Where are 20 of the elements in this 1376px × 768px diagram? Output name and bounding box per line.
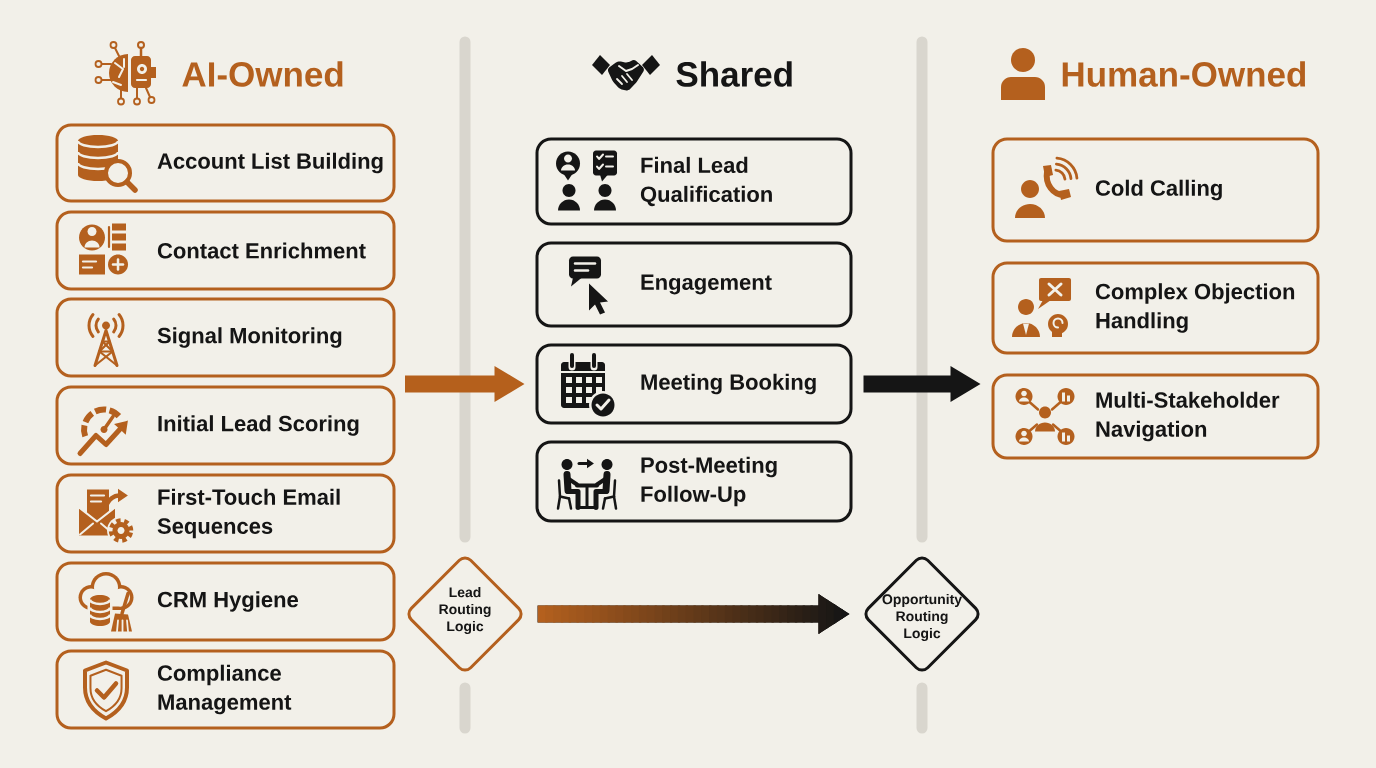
task-box: Complex Objection Handling [991, 261, 1320, 355]
block-arrow [863, 366, 981, 402]
task-box: Engagement [535, 241, 853, 328]
task-box: Initial Lead Scoring [55, 385, 396, 466]
task-box: Post-Meeting Follow-Up [535, 440, 853, 523]
block-arrow [537, 594, 850, 634]
task-box: Signal Monitoring [55, 297, 396, 378]
block-arrow [405, 366, 525, 402]
column-heading: AI-Owned [182, 61, 343, 87]
task-box: Cold Calling [991, 137, 1320, 243]
column-heading: Shared [676, 61, 792, 87]
task-box: Compliance Management [55, 649, 396, 730]
task-box: Account List Building [55, 123, 396, 203]
task-box: Contact Enrichment [55, 210, 396, 291]
task-box: Final Lead Qualification [535, 137, 853, 226]
task-box: First-Touch Email Sequences [55, 473, 396, 554]
column-heading: Human-Owned [1062, 61, 1306, 87]
task-box: CRM Hygiene [55, 561, 396, 642]
task-box: Meeting Booking [535, 343, 853, 425]
task-box: Multi-Stakeholder Navigation [991, 373, 1320, 460]
